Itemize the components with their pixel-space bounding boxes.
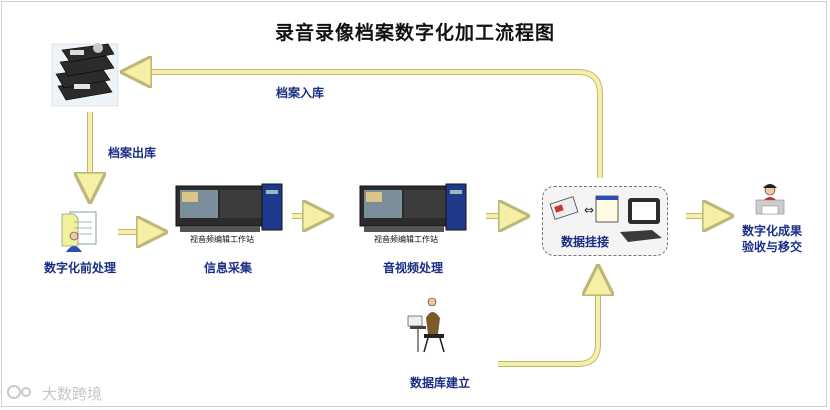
label-result-line2: 验收与移交	[741, 240, 803, 254]
workstation-1-caption: 视音频编辑工作站	[190, 235, 254, 244]
workstation-2-icon	[359, 183, 467, 232]
operator-icon	[407, 297, 445, 353]
arrow-archive-in	[128, 69, 603, 178]
watermark-logo-icon	[7, 385, 31, 399]
tape-stack-icon	[51, 43, 119, 107]
label-data-mount: 数据挂接	[560, 235, 610, 249]
reviewer-icon	[755, 184, 785, 215]
data-mount-icons: ⇔	[549, 195, 662, 242]
label-db-build: 数据库建立	[409, 376, 471, 390]
document-person-icon	[61, 211, 97, 252]
diagram-title: 录音录像档案数字化加工流程图	[274, 22, 555, 44]
label-info-collect: 信息采集	[203, 261, 253, 275]
label-result-line1: 数字化成果	[741, 224, 803, 238]
svg-text:⇔: ⇔	[584, 203, 594, 217]
label-av-process: 音视频处理	[382, 261, 444, 275]
label-archive-in: 档案入库	[276, 86, 325, 100]
watermark-text: 大数跨境	[42, 385, 103, 403]
label-pre-process: 数字化前处理	[43, 261, 117, 275]
workstation-1-icon	[175, 183, 283, 232]
label-archive-out: 档案出库	[108, 146, 157, 160]
workstation-2-caption: 视音频编辑工作站	[374, 235, 438, 244]
arrow-db-to-mount	[498, 272, 601, 367]
